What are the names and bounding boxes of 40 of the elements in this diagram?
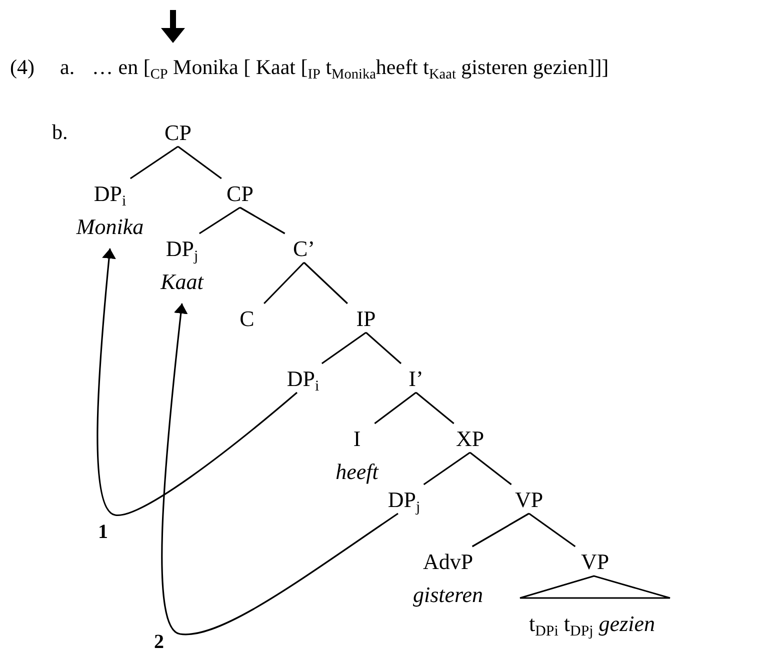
- tree-branch: [178, 146, 222, 180]
- tree-node-label: VP: [573, 544, 617, 578]
- tree-node-label: DP$_{j}$: [382, 482, 426, 516]
- tree-branch: [472, 512, 530, 548]
- word-gloss: gisteren: [412, 580, 484, 609]
- tree-branch: [528, 512, 576, 548]
- example-sentence: … en [$_{CP}$ Monika [ Kaat [$_{IP}$ t$_{Monika}$heeft t$_{Kaat}$ gisteren gezien]]]: [92, 54, 609, 81]
- tree-node-label: I’: [394, 362, 438, 394]
- tree-branch: [365, 332, 402, 364]
- tree-branch: [198, 206, 240, 234]
- tree-branch: [240, 206, 286, 234]
- tree-node-label: DP$_{i}$: [281, 362, 325, 394]
- tree-branch: [321, 332, 366, 364]
- category-label: DP$_{i}$: [92, 180, 128, 210]
- tree-branch: [470, 452, 512, 486]
- sub-item-letter: a.: [60, 54, 75, 81]
- movement-arrow: [161, 303, 398, 635]
- category-label: AdvP: [422, 548, 474, 576]
- tree-node-label: t$_{DPi}$ t$_{DPj}$ gezien: [529, 606, 655, 640]
- category-label: DP$_{j}$: [164, 234, 200, 264]
- tree-branch: [374, 392, 416, 424]
- tree-node-label: C: [225, 302, 269, 334]
- word-gloss: heeft: [335, 458, 379, 486]
- tree-node-label: IP: [344, 302, 388, 334]
- tree-node-label: CP: [156, 116, 200, 148]
- tree-branch: [303, 262, 348, 304]
- example-number: (4): [10, 54, 34, 81]
- tree-branch: [416, 392, 454, 424]
- word-gloss: Monika: [76, 212, 144, 240]
- movement-arrow: [96, 248, 298, 516]
- tree-branch: [264, 262, 305, 304]
- tree-node-label: VP: [507, 482, 551, 516]
- tree-branch: [423, 452, 470, 486]
- tree-node-label: XP: [448, 422, 492, 454]
- category-label: I: [352, 424, 362, 452]
- tree-node-label: C’: [282, 232, 326, 264]
- tree-node-label: CP: [218, 176, 262, 210]
- tree-branch: [130, 146, 178, 180]
- sub-item-letter: b.: [52, 119, 68, 146]
- word-gloss: Kaat: [160, 268, 204, 296]
